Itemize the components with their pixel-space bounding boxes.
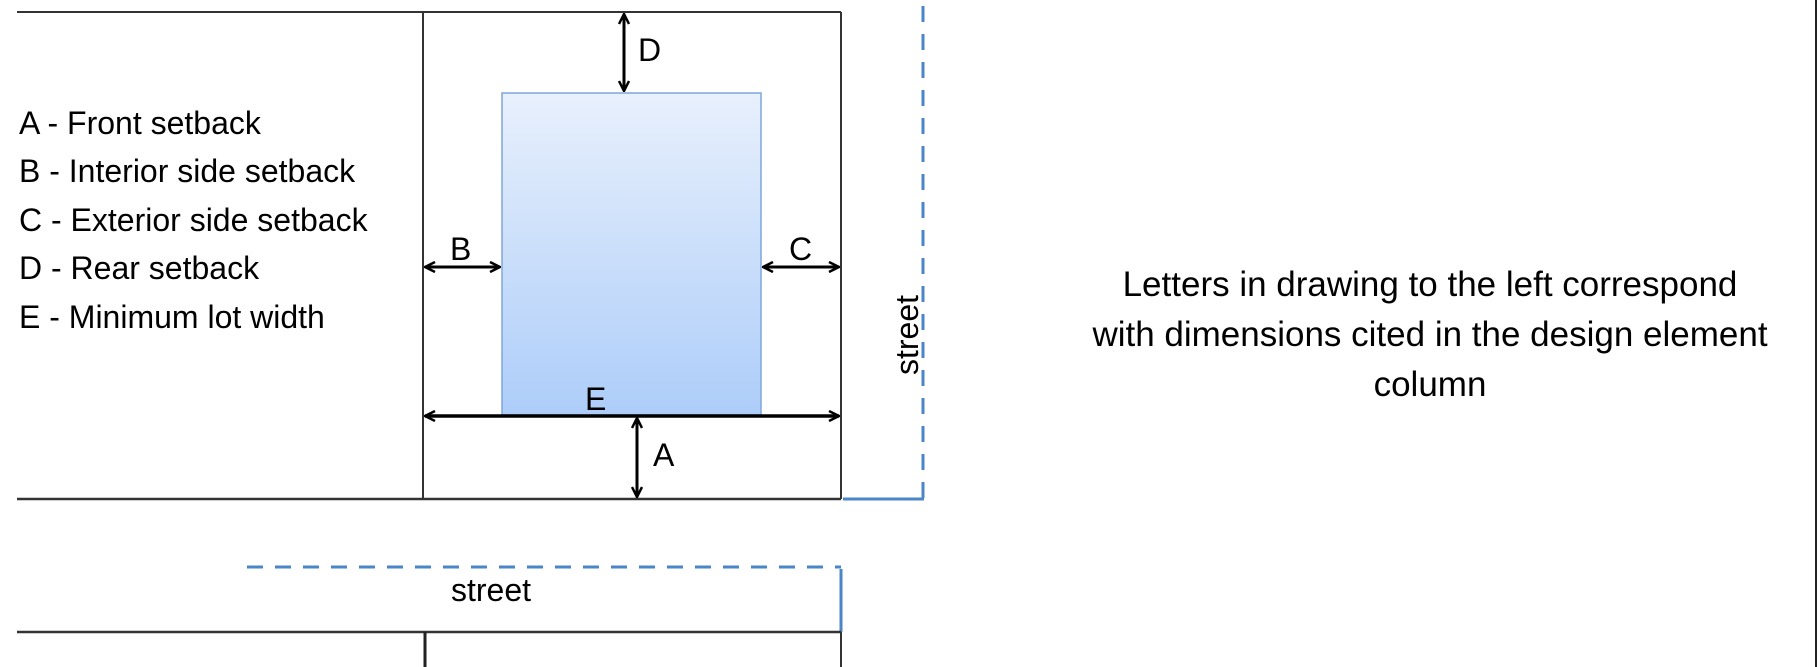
right-border <box>1815 0 1817 667</box>
building-footprint <box>501 92 762 416</box>
legend: A - Front setback B - Interior side setb… <box>19 105 369 335</box>
dimension-d-label: D <box>638 32 661 68</box>
legend-item-c: C - Exterior side setback <box>19 202 369 238</box>
legend-item-a: A - Front setback <box>19 105 262 141</box>
dimension-c-label: C <box>789 231 812 267</box>
note-line-2: with dimensions cited in the design elem… <box>1092 315 1768 354</box>
explanatory-note: Letters in drawing to the left correspon… <box>1040 260 1818 410</box>
legend-item-b: B - Interior side setback <box>19 153 356 189</box>
note-line-1: Letters in drawing to the left correspon… <box>1122 265 1738 304</box>
dimension-b-label: B <box>450 231 471 267</box>
legend-item-e: E - Minimum lot width <box>19 299 325 335</box>
note-line-3: column <box>1373 365 1487 404</box>
side-street-label: street <box>889 295 925 375</box>
legend-item-d: D - Rear setback <box>19 250 260 286</box>
front-street-label: street <box>451 572 531 608</box>
dimension-e-label: E <box>585 381 606 417</box>
dimension-a-label: A <box>653 437 675 473</box>
